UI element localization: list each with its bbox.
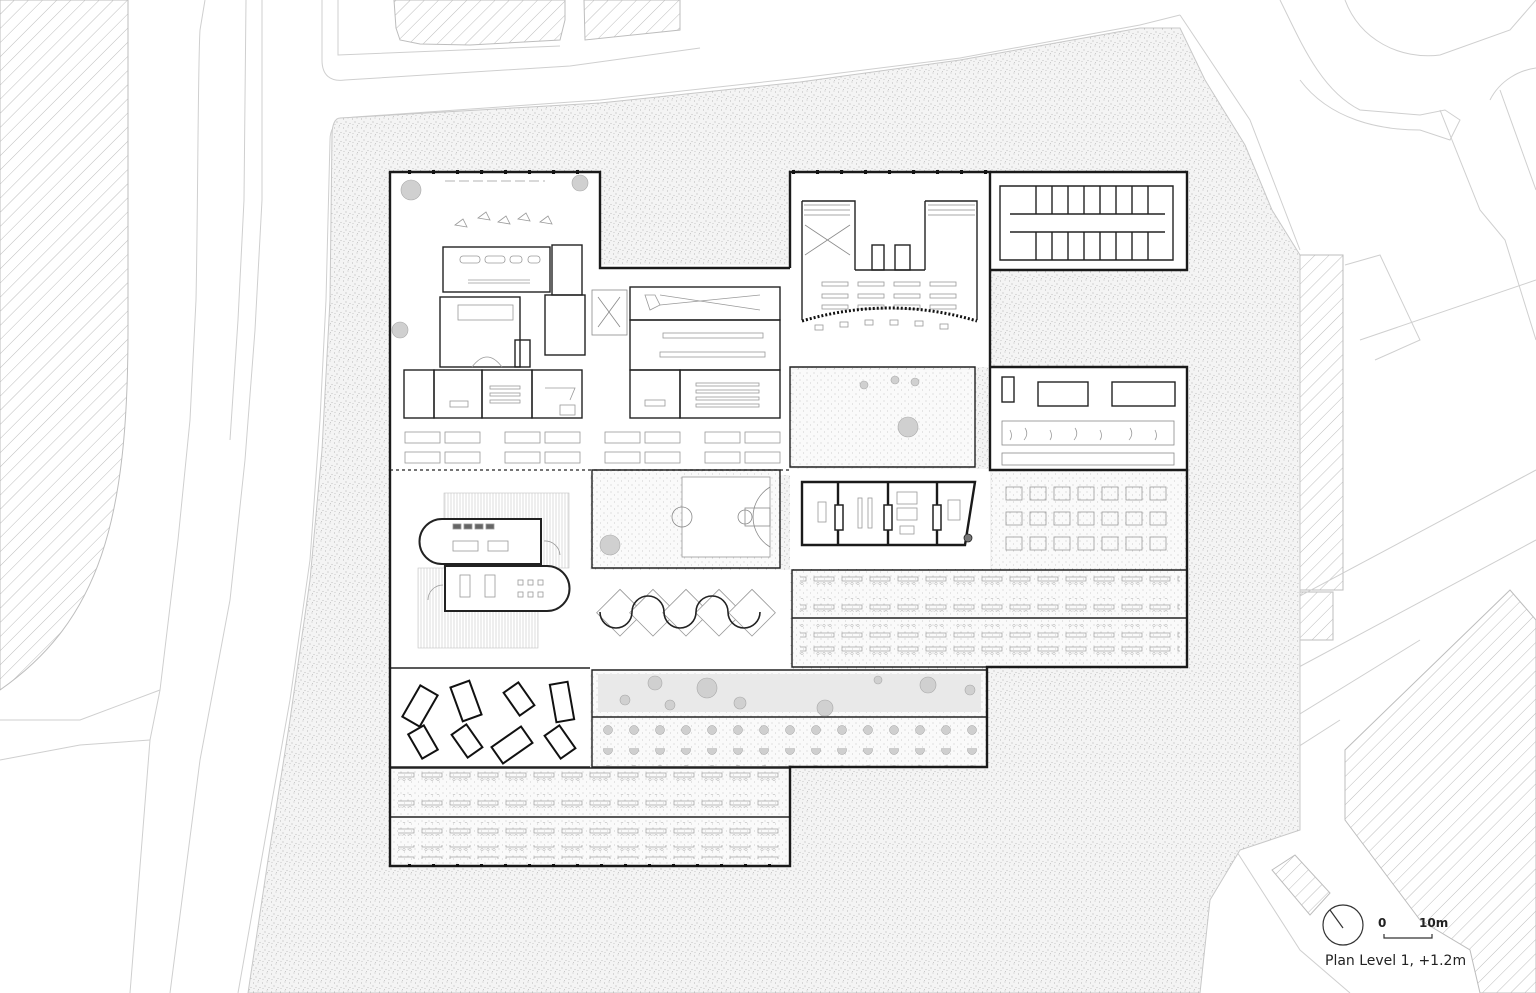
exhibition-grid [1005, 486, 1167, 551]
auditorium-block [629, 286, 781, 419]
scale-bar [1383, 934, 1433, 939]
context-building-north-1 [393, 0, 566, 46]
scale-end-label: 10m [1419, 916, 1449, 930]
drawing-title: Plan Level 1, +1.2m [1325, 953, 1467, 969]
context-building-southeast [1344, 589, 1536, 993]
context-building-east-small [1295, 591, 1334, 641]
context-building-north-2 [583, 0, 681, 41]
stair-core [591, 289, 628, 336]
scale-start-label: 0 [1378, 916, 1387, 930]
library-block [403, 369, 583, 419]
pavilion-field [390, 667, 590, 768]
context-building-east [1299, 254, 1344, 591]
seating-rows-east [791, 569, 1188, 668]
basketball-court [591, 469, 781, 569]
courtyard-north-walls [789, 366, 976, 468]
courtyard-north [792, 370, 975, 466]
dormitory-block [990, 170, 1189, 272]
seating-rows-south [389, 767, 791, 867]
context-building-small-south [1271, 854, 1331, 916]
garden-strips [591, 669, 988, 768]
classroom-strip [390, 431, 790, 471]
exhibition-ground [992, 470, 1185, 568]
context-building-west [0, 0, 129, 691]
north-arrow [1322, 904, 1364, 946]
lab-block [800, 480, 977, 547]
entrance-hall [388, 170, 790, 470]
canteen-capsules [417, 492, 571, 649]
study-pods [596, 588, 776, 637]
